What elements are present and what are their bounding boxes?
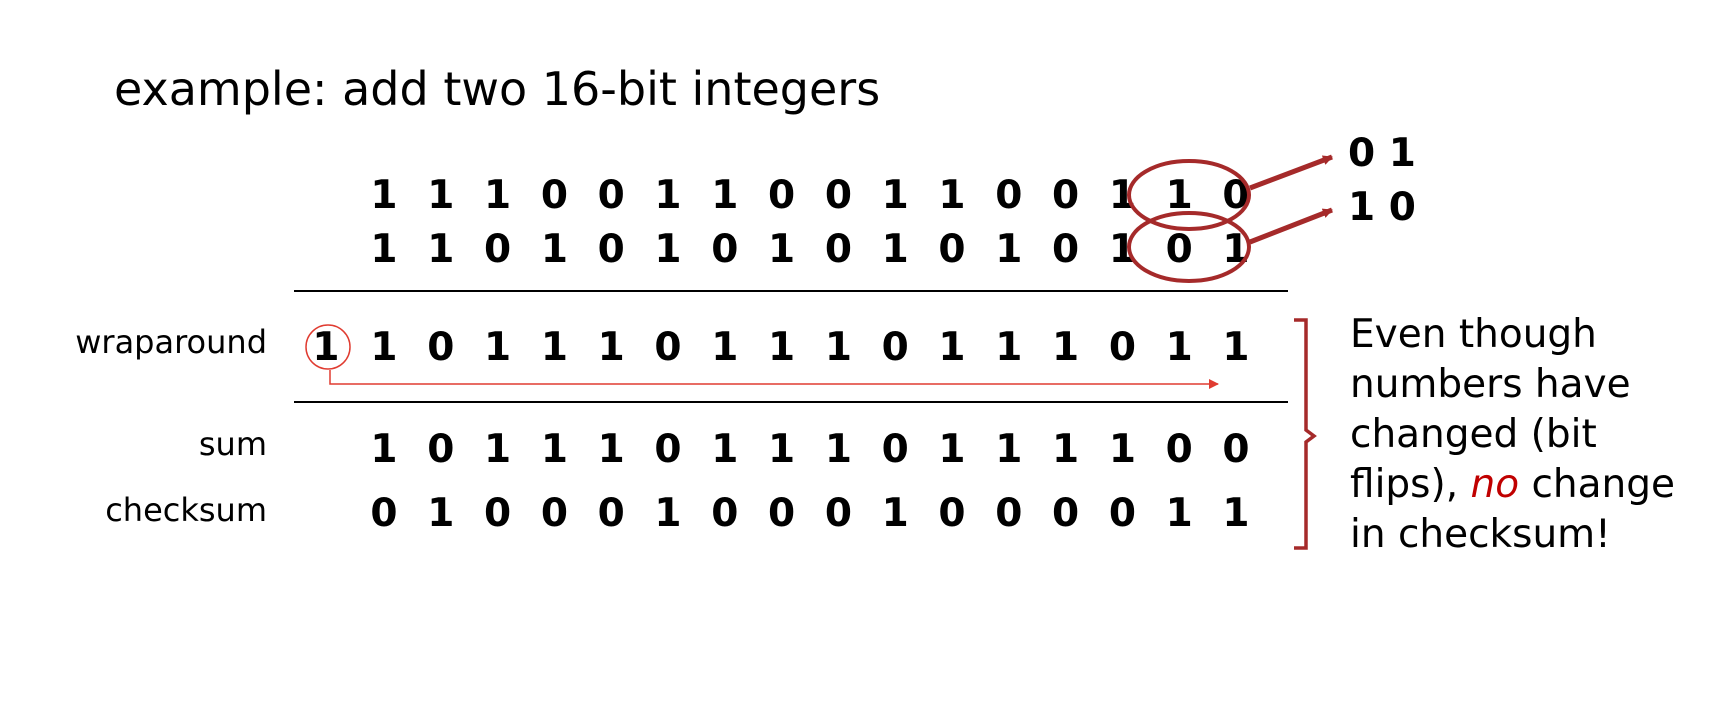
bit: 1 — [370, 173, 398, 218]
bit: 1 — [484, 325, 512, 370]
note-text-2: change in checksum! — [1350, 462, 1676, 557]
bit: 1 — [427, 173, 455, 218]
bit: 1 — [824, 427, 852, 472]
bit: 0 — [1165, 227, 1193, 272]
bit: 0 — [427, 325, 455, 370]
bit: 1 — [711, 325, 739, 370]
bit: 1 — [484, 173, 512, 218]
bit: 0 — [711, 227, 739, 272]
bit: 1 — [427, 491, 455, 536]
bit: 1 — [881, 227, 909, 272]
addition-line — [294, 290, 1288, 292]
bit: 1 — [540, 227, 568, 272]
bit: 0 — [1108, 491, 1136, 536]
flip-arrow-top — [1249, 154, 1333, 191]
bit: 0 — [995, 173, 1023, 218]
bit: 1 — [370, 325, 398, 370]
bit: 1 — [938, 325, 966, 370]
bit: 0 — [938, 491, 966, 536]
bit: 0 — [484, 491, 512, 536]
bit: 1 — [370, 427, 398, 472]
bit: 0 — [540, 491, 568, 536]
bit: 1 — [597, 325, 625, 370]
bit: 1 — [711, 173, 739, 218]
bit: 1 — [995, 325, 1023, 370]
bit: 0 — [824, 227, 852, 272]
wraparound-arrow — [329, 370, 1219, 389]
slide-title: example: add two 16-bit integers — [114, 62, 881, 116]
bit: 1 — [938, 427, 966, 472]
bit: 0 — [654, 325, 682, 370]
wraparound-label: wraparound — [75, 323, 267, 361]
bit: 0 — [995, 491, 1023, 536]
bit: 1 — [1165, 325, 1193, 370]
bit: 1 — [995, 427, 1023, 472]
bit: 0 — [654, 427, 682, 472]
bit: 0 — [1222, 427, 1250, 472]
flip-highlight-top — [1127, 159, 1251, 231]
bit: 1 — [824, 325, 852, 370]
bit: 0 — [597, 227, 625, 272]
bit: 0 — [540, 173, 568, 218]
checksum-label: checksum — [105, 491, 267, 529]
bit: 0 — [1165, 427, 1193, 472]
bit: 0 — [824, 491, 852, 536]
bit: 0 — [484, 227, 512, 272]
bit: 1 — [427, 227, 455, 272]
sum-label: sum — [198, 425, 267, 463]
bit: 1 — [1222, 491, 1250, 536]
bit: 1 — [654, 227, 682, 272]
bit: 1 — [768, 325, 796, 370]
flipped-bits-bottom: 1 0 — [1348, 185, 1416, 230]
bit: 1 — [370, 227, 398, 272]
carry-highlight — [305, 324, 351, 370]
bit: 0 — [1052, 491, 1080, 536]
bit: 0 — [1052, 173, 1080, 218]
bit: 0 — [768, 173, 796, 218]
flip-arrow-bottom — [1249, 207, 1333, 245]
bit: 1 — [1108, 427, 1136, 472]
bit: 0 — [597, 173, 625, 218]
bit: 0 — [824, 173, 852, 218]
bit: 0 — [427, 427, 455, 472]
note-emphasis: no — [1470, 462, 1520, 507]
bit: 1 — [881, 173, 909, 218]
bit: 0 — [711, 491, 739, 536]
bit: 1 — [597, 427, 625, 472]
bit: 1 — [768, 427, 796, 472]
bit: 0 — [370, 491, 398, 536]
bit: 0 — [1052, 227, 1080, 272]
bit: 0 — [881, 325, 909, 370]
bit: 1 — [1222, 325, 1250, 370]
bit: 1 — [881, 491, 909, 536]
brace — [1294, 318, 1317, 550]
bit: 1 — [654, 491, 682, 536]
wraparound-line — [294, 401, 1288, 403]
bit: 1 — [1052, 427, 1080, 472]
bit: 1 — [654, 173, 682, 218]
bit: 1 — [484, 427, 512, 472]
bit: 1 — [995, 227, 1023, 272]
note-text-1: Even though numbers have changed (bit fl… — [1350, 312, 1631, 507]
flip-highlight-bottom — [1127, 211, 1251, 283]
bit: 1 — [711, 427, 739, 472]
bit: 1 — [768, 227, 796, 272]
bit: 0 — [938, 227, 966, 272]
bit: 1 — [540, 427, 568, 472]
explanation-note: Even though numbers have changed (bit fl… — [1350, 310, 1710, 560]
carry-bit: 1 — [312, 325, 340, 370]
bit: 0 — [881, 427, 909, 472]
bit: 0 — [768, 491, 796, 536]
bit: 1 — [938, 173, 966, 218]
bit: 1 — [1165, 491, 1193, 536]
bit: 1 — [1165, 173, 1193, 218]
flipped-bits-top: 0 1 — [1348, 131, 1416, 176]
bit: 0 — [597, 491, 625, 536]
bit: 1 — [1052, 325, 1080, 370]
bit: 0 — [1108, 325, 1136, 370]
bit: 1 — [540, 325, 568, 370]
